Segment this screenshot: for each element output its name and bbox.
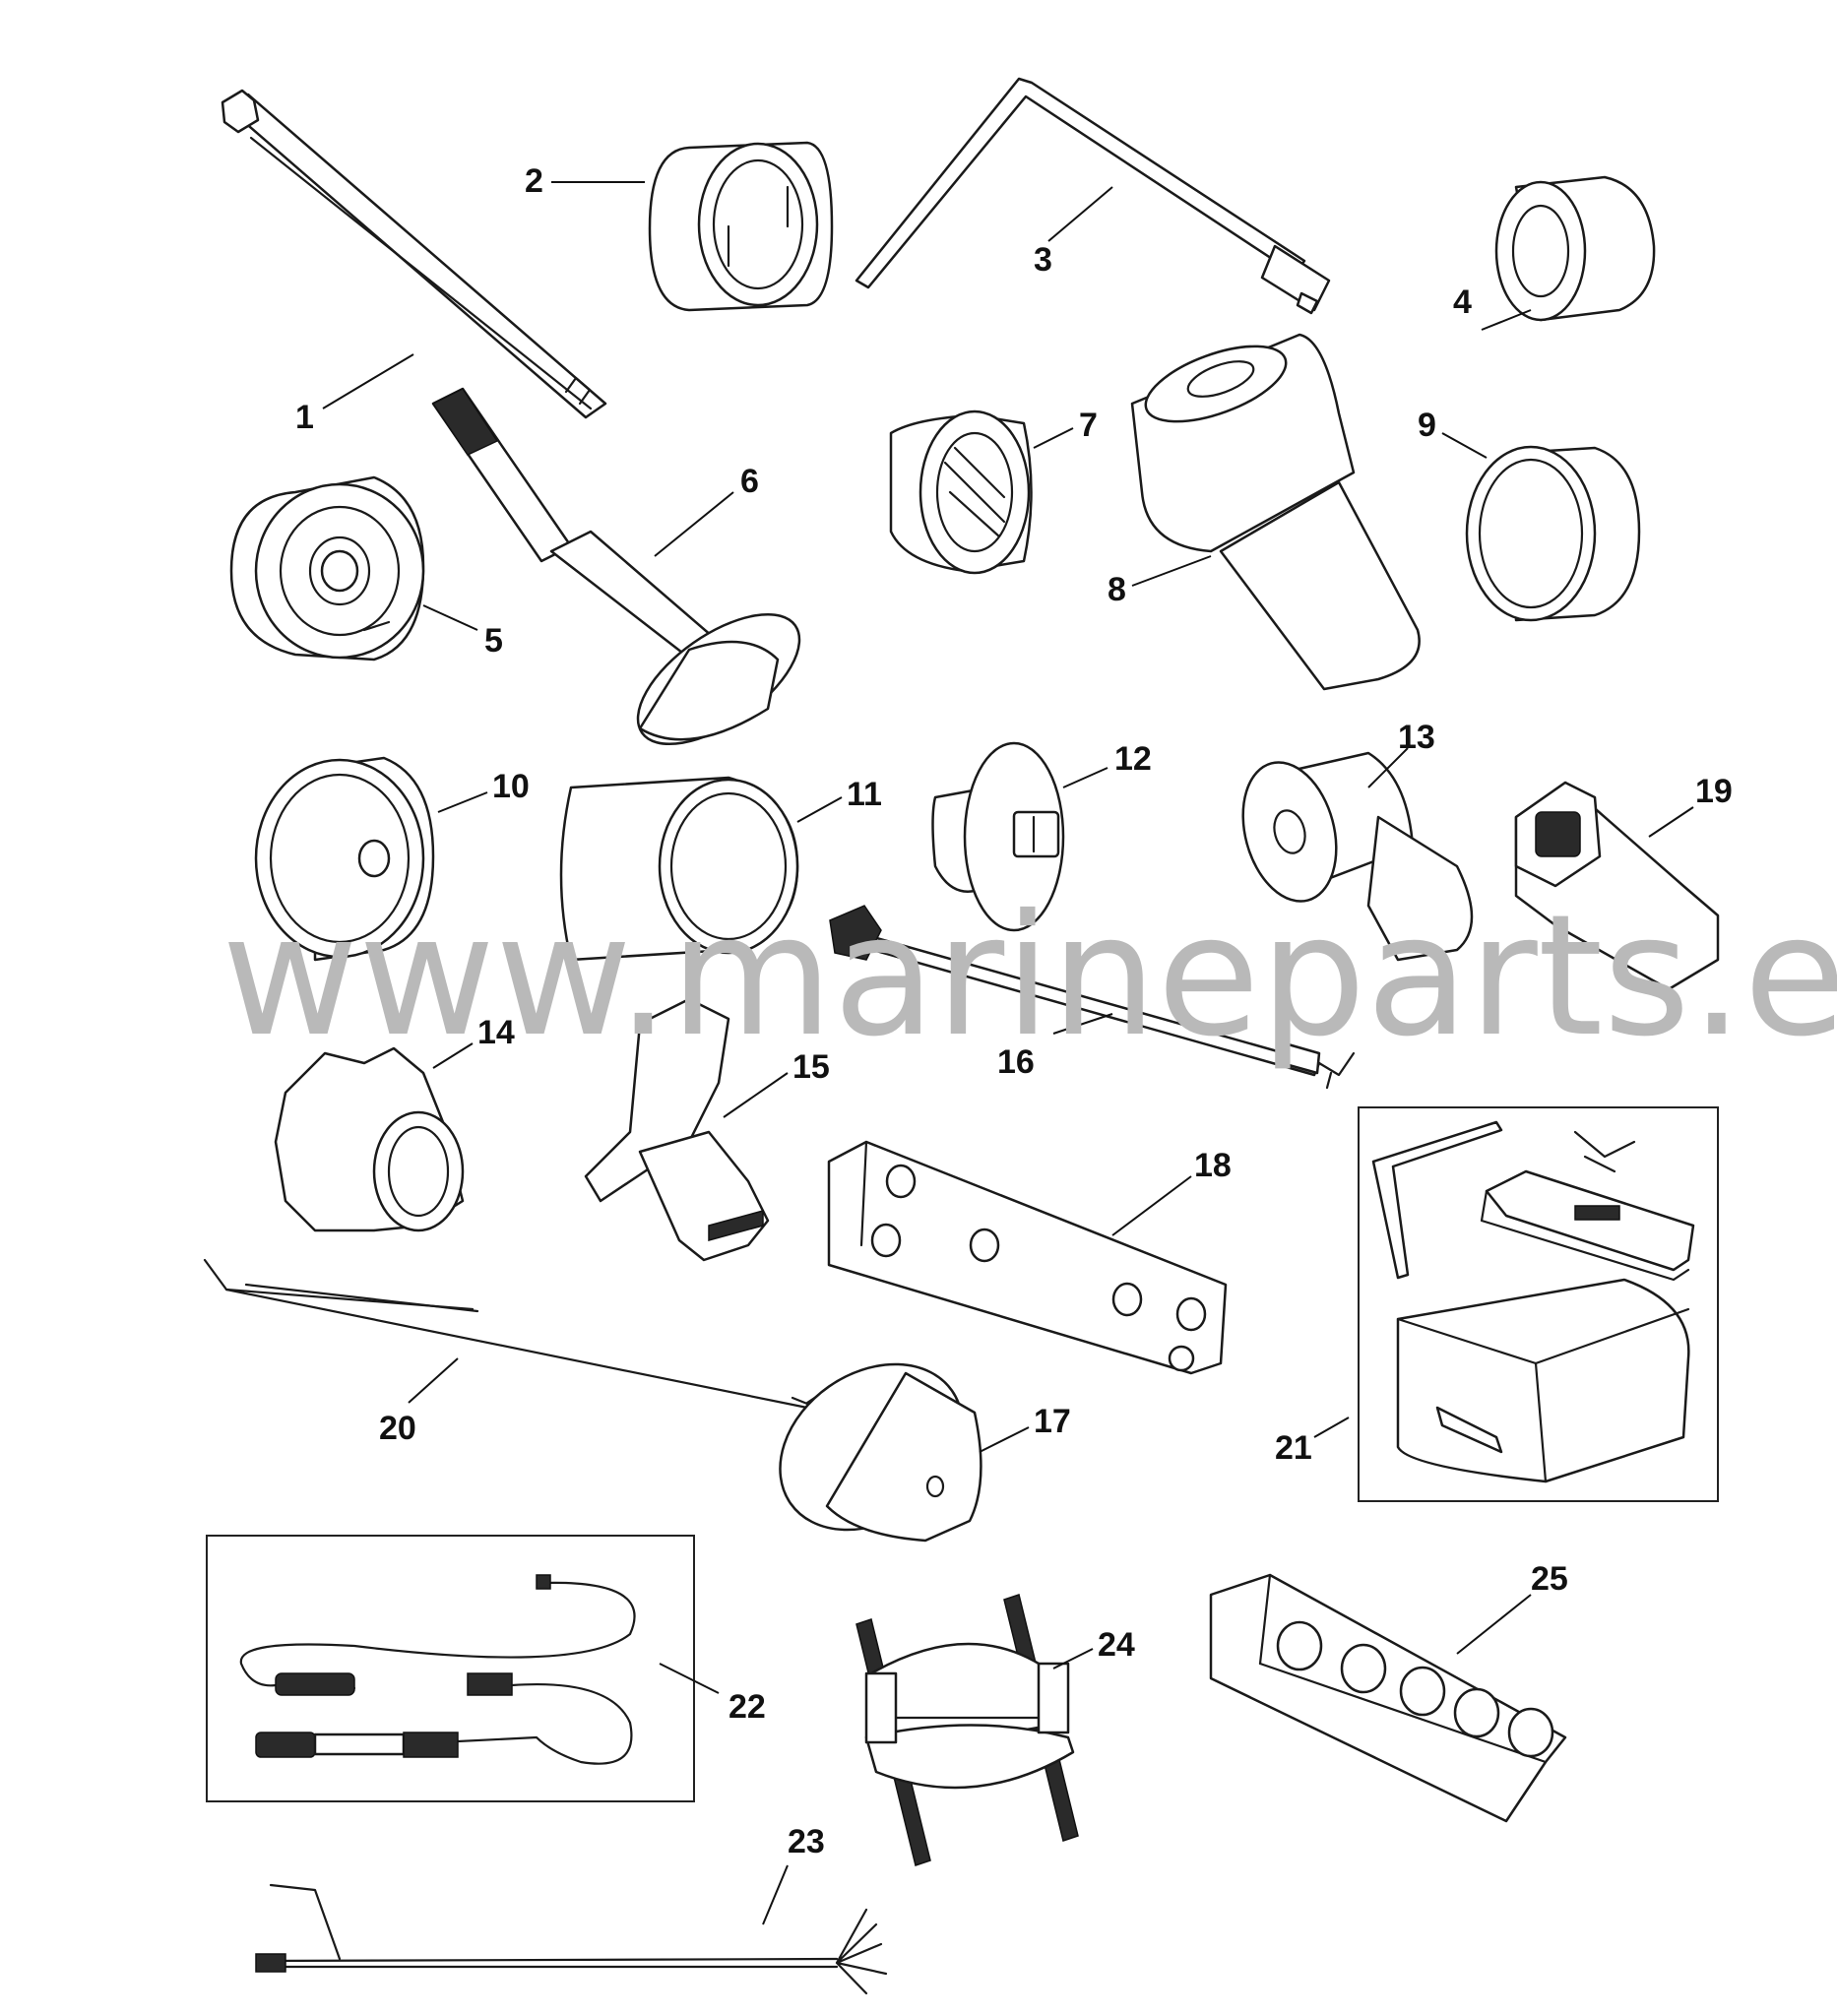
leader-4 <box>1481 309 1532 331</box>
part-22-drawing <box>206 1535 695 1802</box>
leader-1b <box>322 353 414 410</box>
leader-8 <box>1131 555 1212 587</box>
part-17-drawing <box>779 1362 982 1543</box>
watermark-text: www.marineparts.eu <box>222 879 1837 1074</box>
callout-7[interactable]: 7 <box>1079 407 1098 444</box>
part-11-drawing <box>559 776 799 962</box>
callout-20[interactable]: 20 <box>379 1410 416 1447</box>
callout-21[interactable]: 21 <box>1275 1429 1312 1467</box>
leader-17 <box>979 1426 1030 1453</box>
leader-7 <box>1033 427 1074 449</box>
part-18-drawing <box>827 1140 1228 1375</box>
leader-24 <box>1052 1648 1094 1670</box>
part-9-drawing <box>1465 445 1641 622</box>
callout-15[interactable]: 15 <box>792 1048 830 1086</box>
callout-14[interactable]: 14 <box>477 1014 515 1051</box>
part-21-drawing <box>1358 1106 1719 1502</box>
callout-11[interactable]: 11 <box>847 776 882 813</box>
part-14-drawing <box>274 1046 465 1232</box>
callout-12[interactable]: 12 <box>1114 740 1152 778</box>
leader-11 <box>796 796 843 823</box>
leader-22 <box>659 1663 720 1694</box>
part-7-drawing <box>889 410 1033 575</box>
part-24-drawing <box>855 1594 1079 1866</box>
leader-16 <box>1052 1013 1113 1035</box>
part-20-drawing <box>203 1258 824 1424</box>
leader-18 <box>1111 1175 1192 1236</box>
leader-25 <box>1456 1594 1532 1655</box>
callout-5[interactable]: 5 <box>484 622 503 660</box>
part-8-drawing <box>1130 333 1421 691</box>
callout-numbers: 1 2 3 4 5 6 7 8 9 10 11 12 13 19 14 15 1… <box>295 162 1733 1860</box>
callout-24[interactable]: 24 <box>1098 1626 1135 1664</box>
callout-2[interactable]: 2 <box>525 162 543 200</box>
part-23-drawing <box>255 1883 888 1995</box>
part-16-drawing <box>829 905 1356 1090</box>
callout-17[interactable]: 17 <box>1034 1403 1071 1440</box>
part-2-drawing <box>648 141 834 312</box>
part-12-drawing <box>931 741 1065 932</box>
part-13-drawing <box>1241 751 1474 962</box>
part-5-drawing <box>229 475 425 662</box>
callout-13[interactable]: 13 <box>1398 719 1435 756</box>
callout-16[interactable]: 16 <box>997 1043 1035 1081</box>
leader-5 <box>422 604 478 631</box>
part-3-drawing <box>855 77 1331 315</box>
callout-18[interactable]: 18 <box>1194 1147 1232 1184</box>
callout-19[interactable]: 19 <box>1695 773 1733 810</box>
callout-23[interactable]: 23 <box>788 1823 825 1860</box>
callout-25[interactable]: 25 <box>1531 1560 1568 1598</box>
leader-21 <box>1313 1417 1350 1438</box>
leader-10 <box>437 791 488 813</box>
part-25-drawing <box>1209 1573 1567 1823</box>
part-6-drawing <box>431 387 801 746</box>
callout-9[interactable]: 9 <box>1418 407 1436 444</box>
part-4-drawing <box>1494 175 1656 322</box>
callout-22[interactable]: 22 <box>728 1688 766 1726</box>
leader-6 <box>654 491 734 557</box>
leader-13 <box>1367 747 1409 788</box>
part-15-drawing <box>584 997 770 1262</box>
leader-lines <box>322 181 1694 1925</box>
callout-8[interactable]: 8 <box>1108 571 1126 608</box>
part-19-drawing <box>1514 781 1720 991</box>
callout-3[interactable]: 3 <box>1034 241 1052 279</box>
leader-9 <box>1441 432 1488 459</box>
part-10-drawing <box>254 756 435 962</box>
leader-15 <box>723 1072 789 1118</box>
leader-19 <box>1648 806 1694 838</box>
callout-6[interactable]: 6 <box>740 463 759 500</box>
leader-20 <box>408 1357 459 1404</box>
part-1-drawing <box>221 89 607 419</box>
callout-4[interactable]: 4 <box>1453 284 1472 321</box>
leader-12 <box>1062 767 1109 788</box>
leader-23 <box>762 1864 789 1925</box>
callout-10[interactable]: 10 <box>492 768 530 805</box>
leader-3 <box>1047 186 1113 242</box>
leader-14 <box>432 1042 474 1069</box>
callout-1[interactable]: 1 <box>295 399 314 436</box>
